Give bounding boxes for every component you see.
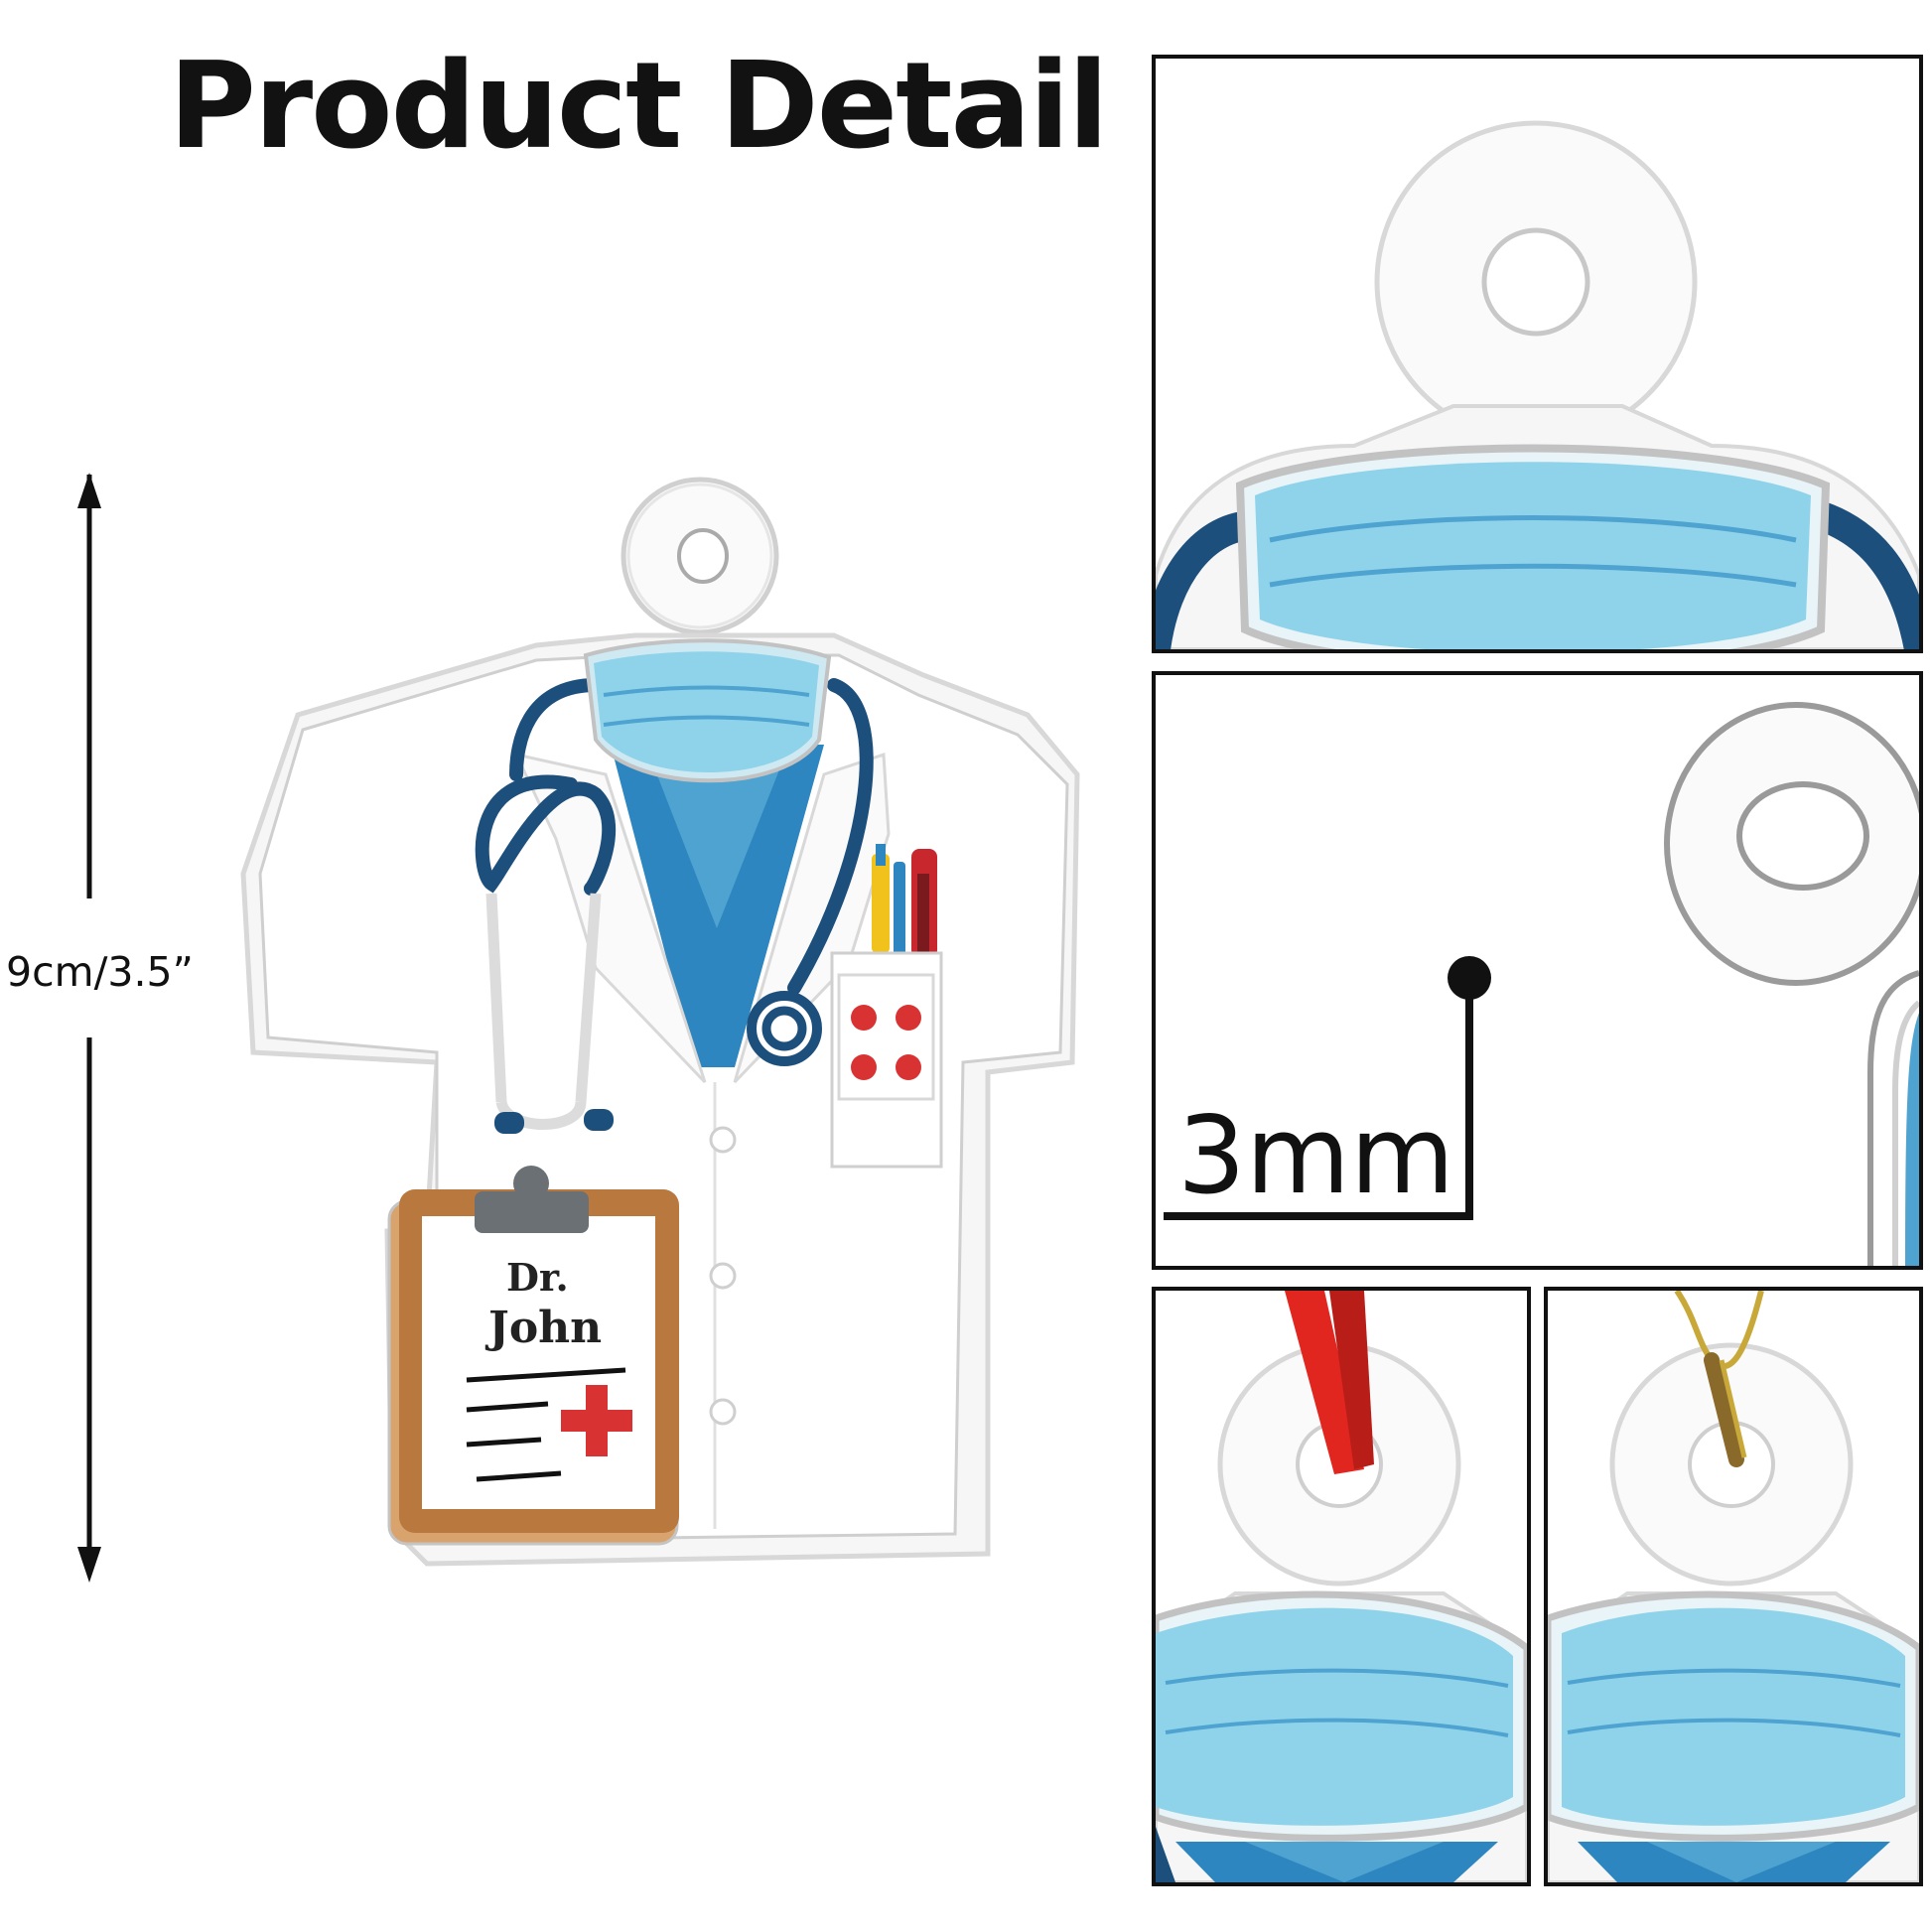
red-ribbon — [1285, 1291, 1374, 1474]
thickness-label: 3mm — [1177, 1094, 1455, 1218]
gold-cord — [1674, 1291, 1764, 1467]
closeup-thickness-art — [1164, 702, 1919, 1266]
height-arrow — [77, 473, 101, 1583]
height-label: 9cm/3.5” — [6, 948, 194, 996]
arrow-up-icon — [77, 473, 101, 508]
clipboard: Dr. John — [387, 1166, 679, 1546]
closeup-ribbon-art — [1156, 1291, 1527, 1882]
detail-panel-gold-cord — [1544, 1287, 1923, 1886]
medical-cross-icon — [561, 1385, 632, 1456]
pen-icon — [872, 844, 937, 958]
arrow-down-icon — [77, 1547, 101, 1583]
face-mask — [583, 638, 832, 783]
closeup-cord-art — [1548, 1291, 1919, 1882]
name-line-2: John — [484, 1303, 602, 1353]
closeup-top-art — [1156, 120, 1919, 649]
ornament-illustration: Dr. John — [77, 473, 1080, 1583]
hanging-hole — [677, 528, 729, 584]
detail-panel-red-ribbon — [1152, 1287, 1531, 1886]
detail-panel-top — [1152, 55, 1923, 653]
stethoscope-icon — [475, 678, 874, 1134]
detail-panel-thickness: 3mm — [1152, 671, 1923, 1270]
name-line-1: Dr. — [506, 1255, 569, 1300]
page-title: Product Detail — [169, 38, 1109, 176]
